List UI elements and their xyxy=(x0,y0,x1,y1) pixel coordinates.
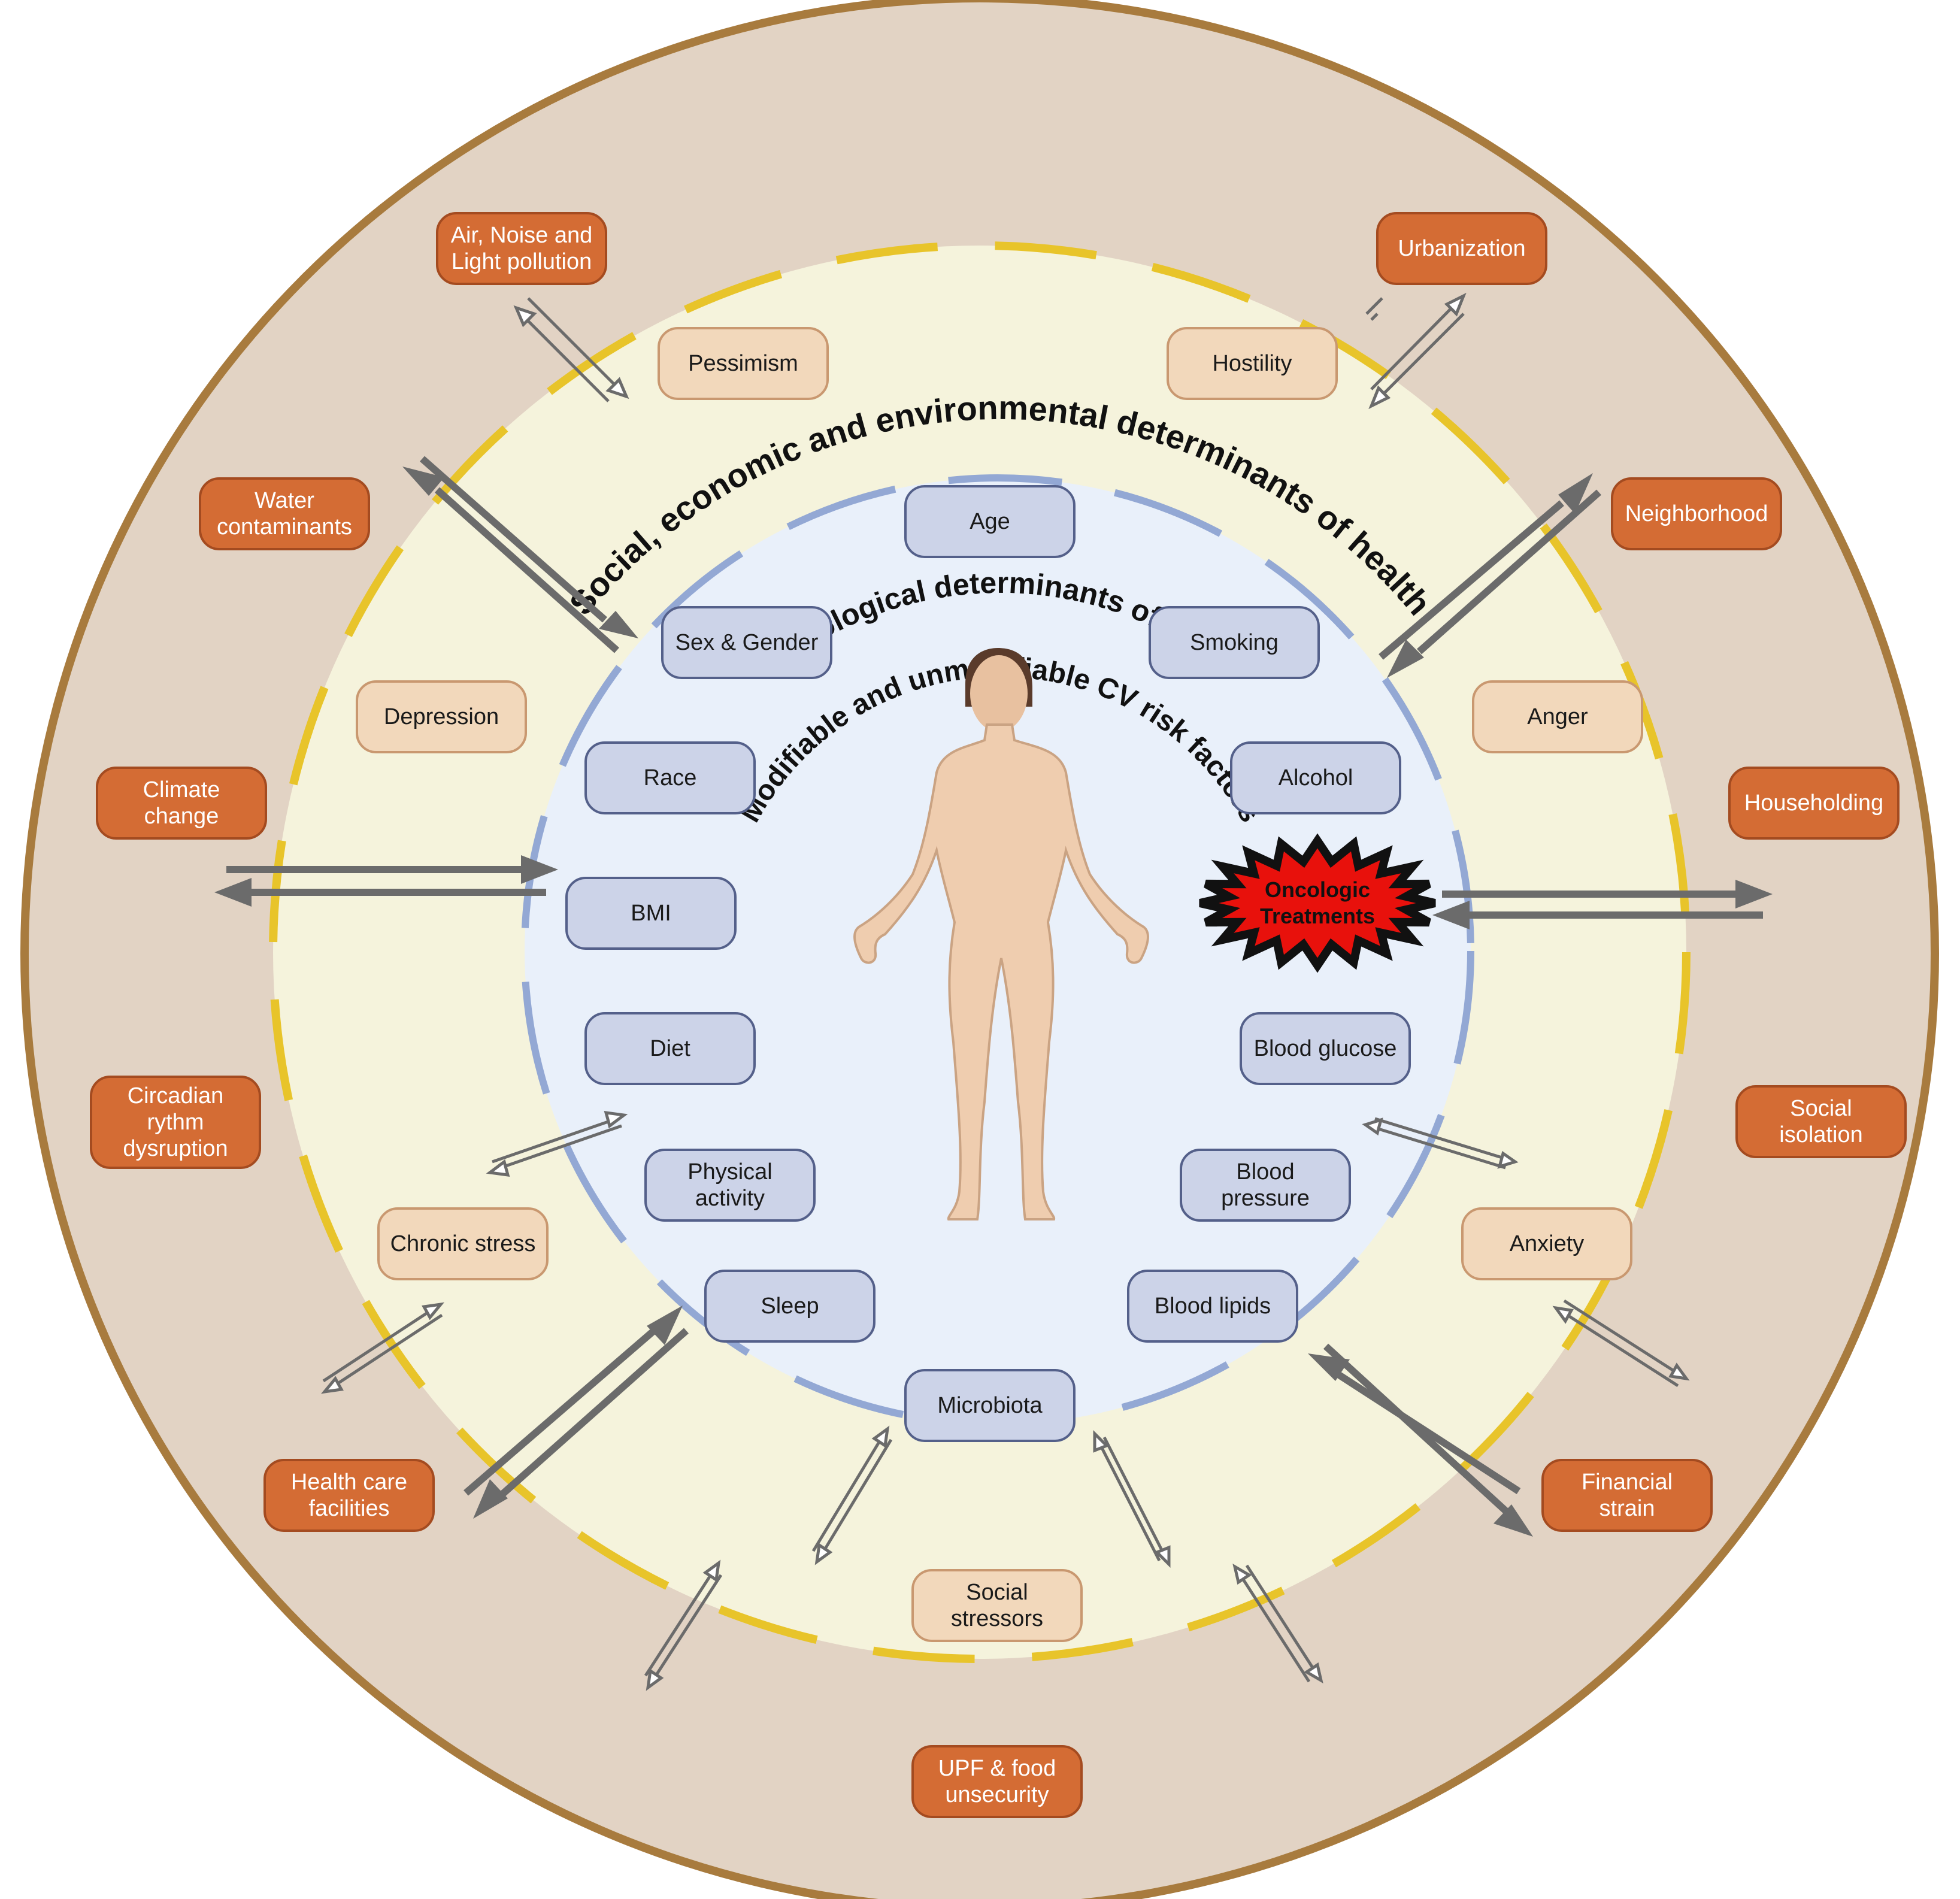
risk-box-alcohol: Alcohol xyxy=(1230,741,1401,814)
oncologic-label-line2: Treatments xyxy=(1260,904,1375,928)
risk-box-sex-gender: Sex & Gender xyxy=(661,606,832,679)
psy-box-hostility: Hostility xyxy=(1167,327,1338,400)
arrow-financial-bloodlipids xyxy=(1308,1343,1533,1537)
arrow-neighborhood-smoking xyxy=(1379,473,1601,678)
arrow-air-pessimism xyxy=(513,297,629,402)
env-box-water-contaminants: Water contaminants xyxy=(199,477,370,550)
arrow-bloodglucose-anxiety xyxy=(1362,1117,1519,1170)
psy-box-depression: Depression xyxy=(356,680,527,753)
arrow-chronic-diet xyxy=(486,1111,628,1177)
arrow-upf-right xyxy=(1232,1563,1323,1684)
thin-arrows xyxy=(321,292,1690,1691)
risk-box-race: Race xyxy=(584,741,756,814)
risk-box-smoking: Smoking xyxy=(1149,606,1320,679)
middle-ring-dash xyxy=(269,241,1691,1663)
risk-box-diet: Diet xyxy=(584,1012,756,1085)
psy-box-anger: Anger xyxy=(1472,680,1643,753)
psy-box-social-stressors: Social stressors xyxy=(911,1569,1083,1642)
psy-box-anxiety: Anxiety xyxy=(1461,1207,1632,1280)
risk-box-age: Age xyxy=(904,485,1076,558)
psy-box-chronic-stress: Chronic stress xyxy=(377,1207,549,1280)
arrow-upf-left xyxy=(644,1559,723,1691)
env-box-social-isolation: Social isolation xyxy=(1735,1085,1907,1158)
env-box-health-care-facilities: Health care facilities xyxy=(263,1459,435,1532)
arrow-circadian-chronic xyxy=(321,1302,444,1394)
arrow-anxiety-social-isolation xyxy=(1552,1299,1690,1388)
psy-box-pessimism: Pessimism xyxy=(658,327,829,400)
arrow-bloodlipids-social-stressors xyxy=(1093,1429,1171,1568)
env-box-upf-food-unsecurity: UPF & food unsecurity xyxy=(911,1745,1083,1818)
arrow-water-sexgender xyxy=(402,456,638,653)
risk-box-sleep: Sleep xyxy=(704,1270,876,1343)
env-box-financial-strain: Financial strain xyxy=(1541,1459,1713,1532)
env-box-householding: Householding xyxy=(1728,767,1900,840)
arrow-healthcare-sleep xyxy=(464,1306,689,1519)
env-box-urbanization: Urbanization xyxy=(1376,212,1547,285)
risk-box-physical-activity: Physical activity xyxy=(644,1149,816,1222)
body xyxy=(853,723,1149,1220)
env-box-circadian-rythm-dysruption: Circadian rythm dysruption xyxy=(90,1076,261,1169)
risk-box-blood-glucose: Blood glucose xyxy=(1240,1012,1411,1085)
risk-box-blood-lipids: Blood lipids xyxy=(1127,1270,1298,1343)
oncologic-label-line1: Oncologic xyxy=(1265,877,1370,902)
arrow-urbanization-hostility xyxy=(1365,292,1467,410)
thick-arrows xyxy=(214,456,1773,1537)
arrow-oncologic-householding xyxy=(1432,880,1773,929)
arrow-climate-bmi xyxy=(214,855,558,907)
risk-box-bmi: BMI xyxy=(565,877,737,950)
arrow-social-stressors-microbiota xyxy=(811,1425,893,1565)
env-box-neighborhood: Neighborhood xyxy=(1611,477,1782,550)
env-box-climate-change: Climate change xyxy=(96,767,267,840)
env-box-air-noise-light-pollution: Air, Noise and Light pollution xyxy=(436,212,607,285)
risk-box-blood-pressure: Blood pressure xyxy=(1180,1149,1351,1222)
face xyxy=(970,655,1028,732)
oncologic-treatments-burst: Oncologic Treatments xyxy=(1199,833,1436,973)
human-figure-illustration xyxy=(853,648,1149,1220)
risk-box-microbiota: Microbiota xyxy=(904,1369,1076,1442)
